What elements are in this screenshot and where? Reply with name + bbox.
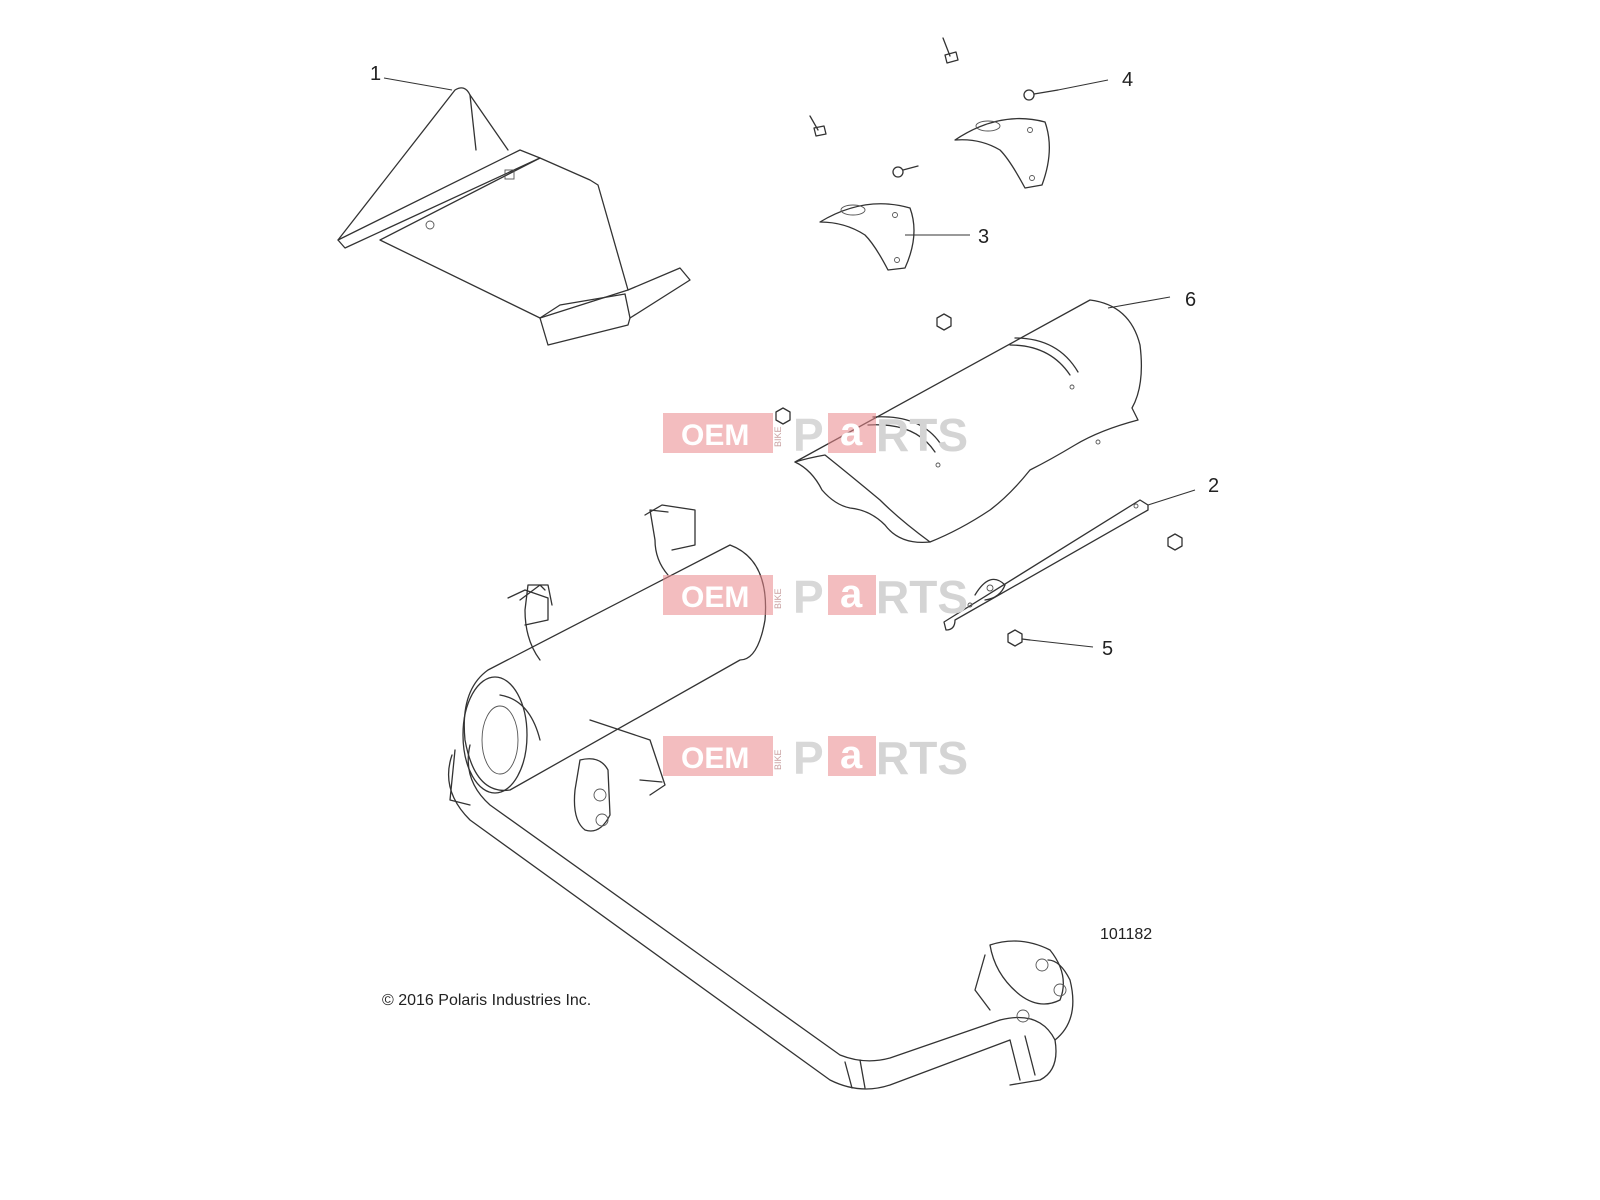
svg-text:BIKE: BIKE: [773, 426, 783, 447]
watermark-1: OEM BIKE P a RTS: [663, 409, 968, 461]
watermark-2: OEM BIKE P a RTS: [663, 571, 968, 623]
bolt-right: [1167, 533, 1183, 551]
callout-5: 5: [1102, 638, 1113, 660]
callout-3: 3: [978, 226, 989, 248]
copyright: © 2016 Polaris Industries Inc.: [382, 992, 591, 1009]
part-2-bracket: [943, 499, 1149, 631]
svg-text:a: a: [840, 410, 863, 454]
nut-left: [775, 407, 791, 425]
fastener-top: [942, 37, 959, 64]
fastener-mid: [892, 165, 919, 178]
svg-text:P: P: [793, 571, 824, 623]
callout-2: 2: [1208, 475, 1219, 497]
part-4-bolt: [1023, 89, 1059, 101]
part-1-heat-shield: [337, 87, 691, 346]
leader-lines: [383, 77, 1196, 648]
svg-text:OEM: OEM: [681, 581, 749, 614]
watermark-3: OEM BIKE P a RTS: [663, 732, 968, 784]
part-3-small-shield-rear: [954, 117, 1050, 189]
part-5-bolt: [1007, 629, 1031, 647]
callout-6: 6: [1185, 289, 1196, 311]
exhaust-pipe: [448, 744, 1074, 1090]
diagram-number: 101182: [1100, 926, 1152, 943]
svg-text:a: a: [840, 572, 863, 616]
svg-text:BIKE: BIKE: [773, 749, 783, 770]
nut-upper: [936, 313, 952, 331]
svg-text:RTS: RTS: [876, 409, 968, 461]
callout-4: 4: [1122, 69, 1133, 91]
svg-text:OEM: OEM: [681, 419, 749, 452]
svg-text:P: P: [793, 732, 824, 784]
callout-1: 1: [370, 63, 381, 85]
part-6-muffler-shield: [794, 299, 1142, 544]
svg-text:BIKE: BIKE: [773, 588, 783, 609]
svg-text:a: a: [840, 733, 863, 777]
svg-text:RTS: RTS: [876, 732, 968, 784]
svg-text:RTS: RTS: [876, 571, 968, 623]
svg-text:OEM: OEM: [681, 742, 749, 775]
svg-text:P: P: [793, 409, 824, 461]
part-3-small-shield-front: [819, 203, 915, 271]
muffler-assembly: [449, 504, 767, 832]
fastener-left: [809, 115, 827, 137]
